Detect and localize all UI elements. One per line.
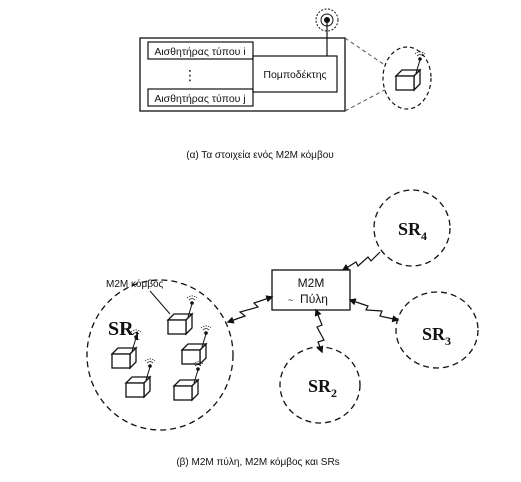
caption-b: (β) M2M πύλη, M2M κόμβος και SRs — [176, 456, 339, 468]
node-internals: Αισθητήρας τύπου i ⋮ Αισθητήρας τύπου j … — [139, 8, 432, 161]
gateway-label-line1: M2M — [298, 276, 325, 290]
node-label-pointer — [149, 290, 171, 315]
region-sr4-label: SR4 — [398, 219, 427, 243]
wireless-link-icon — [348, 298, 400, 323]
wireless-link-icon — [226, 295, 274, 324]
region-sr3-label: SR3 — [422, 324, 451, 348]
region-sr3 — [395, 291, 479, 369]
gateway-box — [271, 269, 351, 311]
network-diagram: SR1 M2M κόμβος SR2 SR3 SR4 M2M Πύλη ~ — [86, 189, 479, 468]
node-box-icon — [173, 361, 204, 401]
zoom-line-top — [344, 37, 393, 71]
region-sr2-label: SR2 — [308, 376, 337, 400]
gateway-tilde: ~ — [288, 295, 293, 305]
zoom-line-bottom — [344, 85, 393, 112]
wireless-link-icon — [314, 308, 325, 354]
antenna-icon — [315, 8, 339, 34]
region-sr1 — [86, 279, 234, 431]
gateway-label-line2: Πύλη — [300, 292, 328, 306]
region-sr4 — [373, 189, 451, 267]
transceiver-box — [252, 55, 338, 93]
sensor-i-label: Αισθητήρας τύπου i — [154, 46, 245, 58]
wireless-link-icon — [341, 251, 381, 271]
transceiver-label: Πομποδέκτης — [263, 69, 326, 81]
sensor-i-box — [147, 41, 254, 60]
sensor-j-box — [147, 88, 254, 107]
sensor-j-label: Αισθητήρας τύπου j — [154, 93, 245, 105]
node-label: M2M κόμβος — [106, 278, 164, 290]
node-box-icon — [167, 295, 198, 335]
sensor-ellipsis: ⋮ — [183, 67, 197, 83]
caption-a: (α) Τα στοιχεία ενός M2M κόμβου — [186, 149, 333, 161]
